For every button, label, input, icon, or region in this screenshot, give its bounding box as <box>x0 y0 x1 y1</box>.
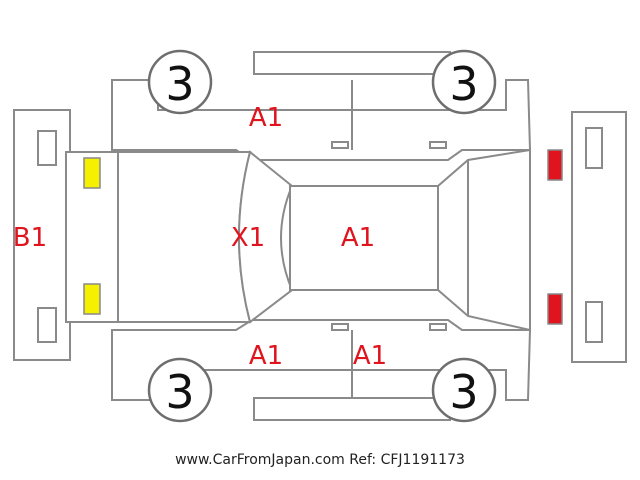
front-light-bottom <box>83 283 101 315</box>
right-side-panel <box>111 319 532 421</box>
tire-rear-right-label: 3 <box>449 365 478 419</box>
tire-front-right: 3 <box>147 357 213 423</box>
damage-code-left-front-door: A1 <box>249 103 283 133</box>
watermark-footer: www.CarFromJapan.com Ref: CFJ1191173 <box>0 452 640 468</box>
front-light-top <box>83 157 101 189</box>
rear-light-bottom <box>547 293 563 325</box>
rear-light-top <box>547 149 563 181</box>
damage-code-right-front-door: A1 <box>249 341 283 371</box>
damage-code-front-bumper: B1 <box>13 223 47 253</box>
tire-front-left-label: 3 <box>165 57 194 111</box>
damage-code-right-rear-door: A1 <box>353 341 387 371</box>
rear-bumper <box>571 111 627 363</box>
rear-window <box>437 148 531 332</box>
front-bumper <box>13 109 71 361</box>
damage-code-windshield: X1 <box>231 223 265 253</box>
footer-ref: Ref: CFJ1191173 <box>349 452 465 468</box>
roof <box>289 185 439 291</box>
tire-rear-left-label: 3 <box>449 57 478 111</box>
tire-front-right-label: 3 <box>165 365 194 419</box>
tire-front-left: 3 <box>147 49 213 115</box>
damage-code-roof: A1 <box>341 223 375 253</box>
footer-site: www.CarFromJapan.com <box>175 452 345 468</box>
tire-rear-right: 3 <box>431 357 497 423</box>
windshield <box>238 150 294 324</box>
tire-rear-left: 3 <box>431 49 497 115</box>
